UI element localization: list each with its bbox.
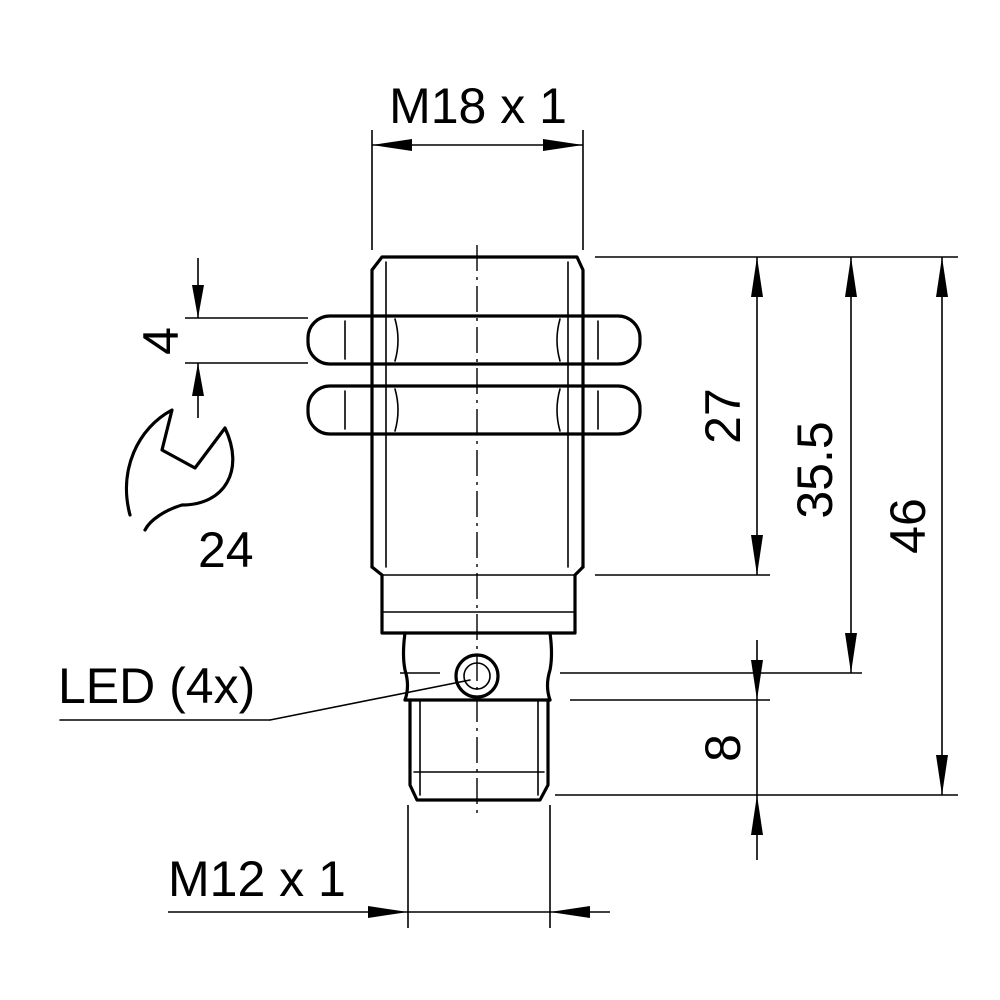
length-35-5-label: 35.5 (787, 421, 843, 518)
wrench-size-label: 24 (198, 522, 254, 578)
nut-thickness-label: 4 (133, 327, 189, 355)
dim-length-35-5: 35.5 (787, 257, 857, 673)
length-46-label: 46 (880, 498, 936, 554)
extension-lines (400, 256, 958, 796)
wrench-icon (124, 408, 235, 532)
led-callout: LED (4x) (58, 658, 471, 721)
dim-connector-thread: M12 x 1 (168, 805, 610, 928)
dim-nut-thickness: 4 (133, 258, 308, 418)
dim-length-46: 46 (880, 257, 948, 795)
dim-length-8: 8 (695, 640, 763, 860)
nut-lower (306, 384, 642, 436)
connector-thread-label: M12 x 1 (168, 851, 346, 907)
length-27-label: 27 (695, 388, 751, 444)
length-8-label: 8 (695, 734, 751, 762)
body-thread-label: M18 x 1 (389, 78, 567, 134)
dim-length-27: 27 (695, 257, 763, 575)
dim-body-thread: M18 x 1 (371, 78, 584, 250)
nut-upper (306, 314, 642, 366)
led-callout-label: LED (4x) (58, 658, 255, 714)
sensor-body (370, 255, 585, 802)
